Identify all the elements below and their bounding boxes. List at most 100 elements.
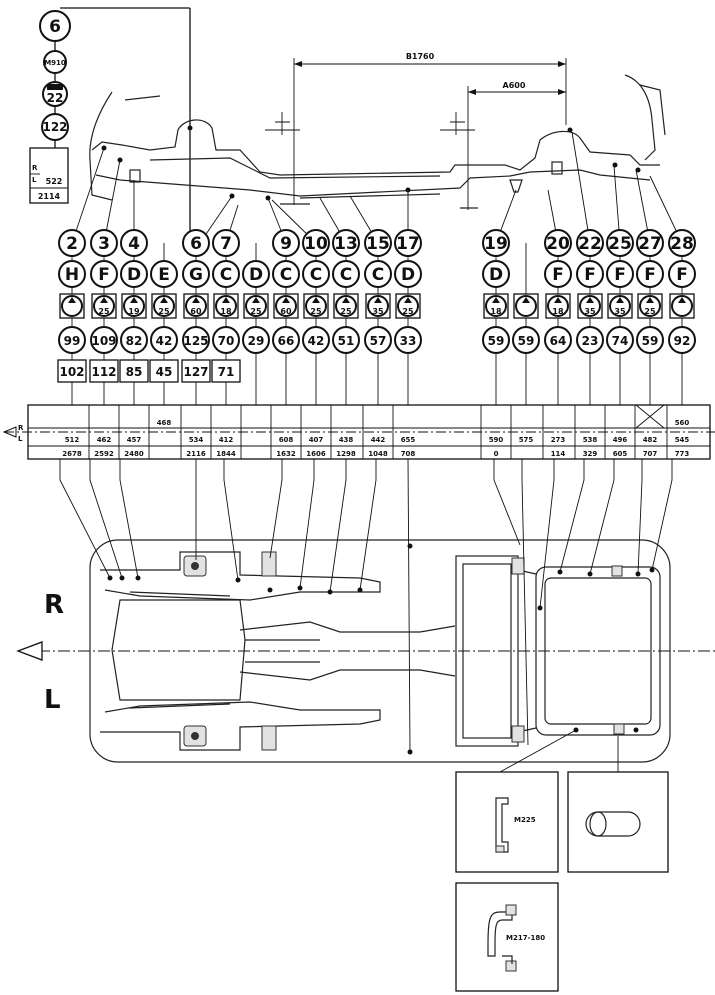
point-letter: C [340,265,352,285]
fastener-icon [153,295,175,317]
point-letter-circle [668,260,696,288]
ref-box-l: L [32,176,37,184]
value-circle [606,326,634,354]
value-circle [302,326,330,354]
ref-box-lower: 2114 [38,192,61,201]
fastener-size: 35 [614,307,626,316]
nut-icon [47,84,63,90]
callout-columns: 2H991023F251091124D198285E2542456G601251… [57,229,696,405]
bolt-head-icon [100,297,108,303]
point-number: 17 [396,234,420,254]
point-number-circle [120,229,148,257]
point-letter: D [489,265,503,285]
point-number: 4 [128,234,140,254]
point-value: 42 [308,334,325,348]
point-letter-circle [606,260,634,288]
value-circle [90,326,118,354]
point-value: 70 [218,334,235,348]
scale-value: 707 [643,450,658,458]
bolt-head-icon [68,297,76,303]
bolt-head-icon [312,297,320,303]
fastener-size: 25 [250,307,262,316]
point-letter-circle [394,260,422,288]
scale-value: 605 [613,450,628,458]
scale-value: 468 [157,419,172,427]
point-letter: E [158,265,170,285]
value-circle [394,326,422,354]
point-number: 27 [638,234,662,254]
point-number-circle [272,229,300,257]
detail-boxes: M225 M217-180 [455,729,669,992]
point-number-circle [332,229,360,257]
bolt-head-icon [678,297,686,303]
point-number-circle [90,229,118,257]
point-number-circle [636,229,664,257]
bolt-head-icon [130,297,138,303]
ref-box-r: R [32,164,38,172]
value-circle [58,326,86,354]
fastener-size: 25 [402,307,414,316]
scale-value: 545 [675,436,690,444]
fastener-icon [275,295,297,317]
point-letter: C [372,265,384,285]
value-circle [212,326,240,354]
ref-box [29,147,69,204]
point-number-circle [668,229,696,257]
point-number-circle [182,229,210,257]
point-letter-circle [58,260,86,288]
point-value-2: 102 [59,365,84,379]
point-letter: F [676,265,688,285]
scale-cells: 5122678462259245724804685342116412184460… [62,405,689,459]
fastener-size: 25 [644,307,656,316]
point-value-2: 112 [91,365,116,379]
point-number: 28 [670,234,694,254]
bolt-head-icon [342,297,350,303]
fastener-icon [579,295,601,317]
fastener-size: 18 [220,307,232,316]
ref-number: 6 [49,17,61,37]
fastener-icon [245,295,267,317]
point-number-circle [394,229,422,257]
scale-r: R [18,424,24,432]
point-number: 25 [608,234,632,254]
point-number-circle [364,229,392,257]
point-letter-circle [272,260,300,288]
point-letter-circle [364,260,392,288]
fastener-size: 25 [310,307,322,316]
bolt-head-icon [160,297,168,303]
point-value: 125 [183,334,208,348]
point-value: 59 [488,334,505,348]
point-number-circle [302,229,330,257]
fastener-icon [547,295,569,317]
bolt-head-icon [554,297,562,303]
bolt-head-icon [492,297,500,303]
fastener-icon [367,295,389,317]
fastener-icon [185,295,207,317]
point-number: 2 [66,234,78,254]
scale-value: 1298 [336,450,356,458]
side-view-frame [89,74,666,209]
bracket-label-m217: M217-180 [506,934,545,942]
value-circle [668,326,696,354]
value-circle [332,326,360,354]
scale-value: 438 [339,436,354,444]
code-m910: M910 [44,59,66,67]
scale-value: 407 [309,436,324,444]
value-circle [364,326,392,354]
fastener-icon [335,295,357,317]
fastener-icon [93,295,115,317]
point-letter: F [98,265,110,285]
scale-l: L [18,435,23,443]
point-value: 29 [248,334,265,348]
point-value: 109 [91,334,116,348]
value-box [89,359,119,383]
